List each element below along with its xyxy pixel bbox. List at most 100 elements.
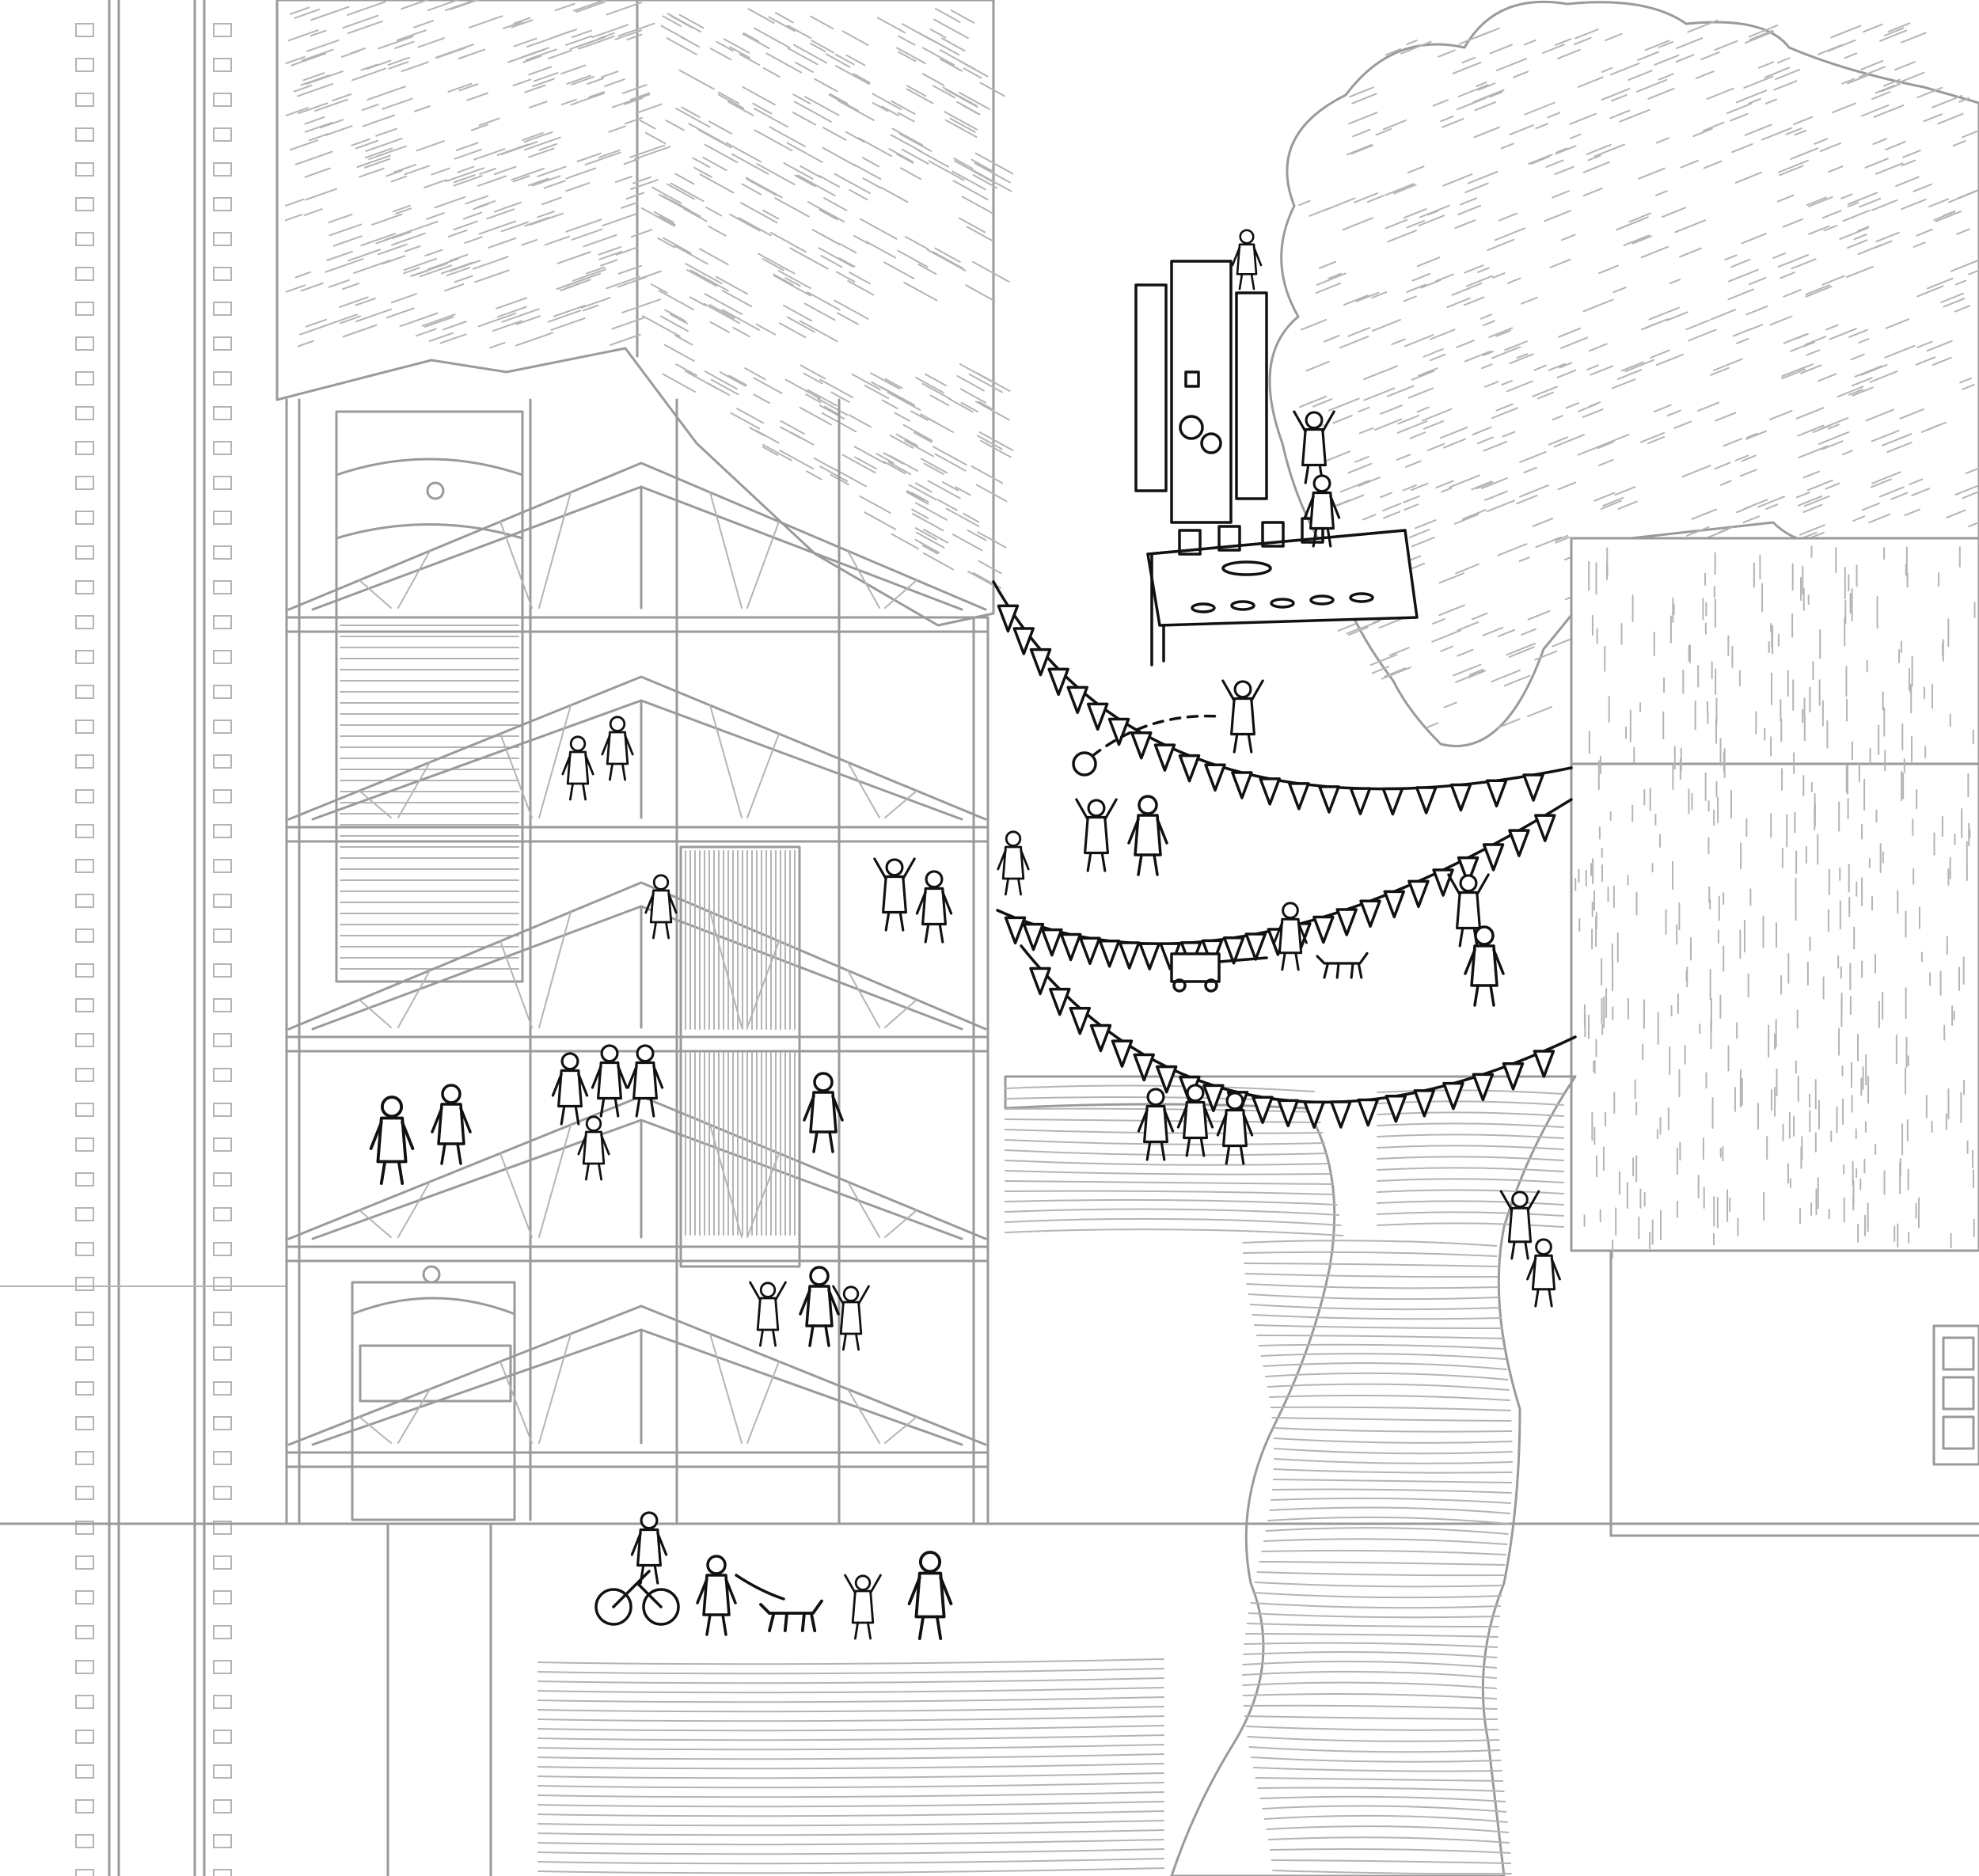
slope-contour: [1258, 1343, 1506, 1350]
foliage-stroke: [1772, 252, 1787, 259]
shingle-stroke: [424, 179, 447, 188]
slope-contour: [1246, 1623, 1499, 1628]
slope-contour: [1005, 1139, 1325, 1145]
stair-figure-torso: [649, 889, 673, 924]
shingle-stroke: [363, 158, 391, 169]
shingle-stroke: [710, 378, 739, 396]
shingle-stroke: [725, 142, 762, 163]
truss-web: [884, 790, 917, 818]
foliage-stroke: [1837, 385, 1864, 398]
foliage-stroke: [1873, 104, 1905, 118]
shingle-stroke: [805, 393, 822, 404]
foliage-stroke: [1609, 63, 1640, 76]
shingle-stroke: [965, 284, 996, 302]
shingle-stroke: [477, 175, 507, 187]
foliage-stroke: [1956, 228, 1970, 235]
slope-contour: [1005, 1208, 1340, 1216]
shingle-stroke: [386, 307, 415, 319]
bike-frame: [612, 1570, 663, 1608]
shingle-stroke: [853, 163, 882, 180]
stage-dancer-head: [1305, 411, 1324, 430]
foliage-stroke: [1600, 499, 1622, 510]
shingle-stroke: [428, 332, 454, 342]
shingle-stroke: [666, 183, 695, 200]
foliage-stroke: [1500, 142, 1514, 150]
shingle-stroke: [399, 312, 439, 328]
truss-web: [359, 999, 392, 1028]
foliage-stroke: [1687, 19, 1719, 33]
foliage-stroke: [1506, 277, 1521, 284]
foliage-stroke: [1614, 486, 1636, 496]
rail-tie: [75, 1764, 94, 1779]
shingle-stroke: [941, 480, 959, 492]
shingle-stroke: [351, 138, 371, 146]
shingle-stroke: [803, 302, 836, 321]
seated-group-1-head: [560, 1052, 579, 1071]
shingle-stroke: [415, 328, 437, 337]
foliage-stroke: [1355, 291, 1380, 302]
slope-contour-hatching: [1005, 1084, 1564, 1875]
shingle-stroke: [924, 373, 948, 387]
shingle-stroke: [820, 254, 843, 268]
foliage-stroke: [1468, 670, 1487, 678]
standing-figure-torso: [437, 1103, 465, 1145]
shingle-stroke: [936, 499, 958, 511]
foliage-stroke: [1429, 328, 1456, 340]
barn-side: [1570, 537, 1979, 1537]
slope-contour: [1245, 1726, 1499, 1731]
shingle-stroke: [453, 220, 478, 231]
slope-contour: [1005, 1180, 1334, 1185]
shingle-stroke: [754, 27, 791, 49]
slope-walker-2-arms: [1216, 1112, 1254, 1137]
foliage-stroke: [1706, 87, 1734, 101]
bunting-flag: [1413, 1089, 1436, 1118]
shingle-stroke: [426, 212, 445, 220]
dancer-kicking-ball-legs: [1233, 732, 1253, 754]
slope-contour: [1247, 1736, 1500, 1742]
wagon-puller: [1273, 902, 1308, 971]
shingle-stroke: [326, 250, 354, 261]
shingle-stroke: [780, 420, 805, 435]
shingle-stroke: [626, 33, 643, 41]
rail-tie: [75, 511, 94, 525]
bunting-flag: [1259, 777, 1281, 806]
foliage-stroke: [1901, 159, 1916, 167]
silo-brick-hatching: [340, 625, 519, 970]
slope-contour: [1261, 1549, 1507, 1555]
shingle-stroke: [289, 6, 310, 15]
shingle-stroke: [496, 306, 527, 318]
bunting-flag: [1079, 936, 1101, 965]
shingle-stroke: [834, 173, 872, 195]
rail-tie: [75, 1486, 94, 1500]
slope-contour: [1242, 1251, 1498, 1257]
bunting-flag: [1359, 899, 1381, 929]
shingle-stroke: [784, 378, 821, 400]
foliage-stroke: [1739, 469, 1757, 477]
foliage-stroke: [1446, 297, 1471, 309]
rail-tie: [213, 1451, 232, 1465]
runner: [577, 1115, 610, 1181]
shingle-stroke: [550, 317, 586, 331]
stair-figure-arms: [644, 892, 678, 914]
stage-dancer-2-torso: [1309, 491, 1335, 530]
foliage-stroke: [1785, 127, 1802, 135]
shingle-stroke: [773, 275, 811, 297]
bunting-flag: [1508, 829, 1530, 857]
slope-walker-2-legs: [1225, 1144, 1245, 1165]
foliage-stroke: [1935, 211, 1962, 222]
truss-web: [709, 492, 743, 609]
shingle-stroke: [667, 13, 702, 33]
slope-contour: [1377, 1122, 1564, 1128]
shingle-stroke: [689, 269, 729, 292]
foliage-stroke: [1487, 238, 1515, 252]
shingle-stroke: [431, 167, 450, 176]
foliage-stroke: [1477, 82, 1496, 91]
rail-tie: [75, 929, 94, 943]
rail-tie: [213, 1695, 232, 1709]
shingle-stroke: [834, 299, 869, 320]
foliage-stroke: [1358, 620, 1381, 631]
foliage-stroke: [1799, 524, 1825, 536]
rail-tie: [75, 336, 94, 351]
wagon-puller-arms: [1273, 921, 1308, 944]
shingle-stroke: [669, 313, 689, 325]
